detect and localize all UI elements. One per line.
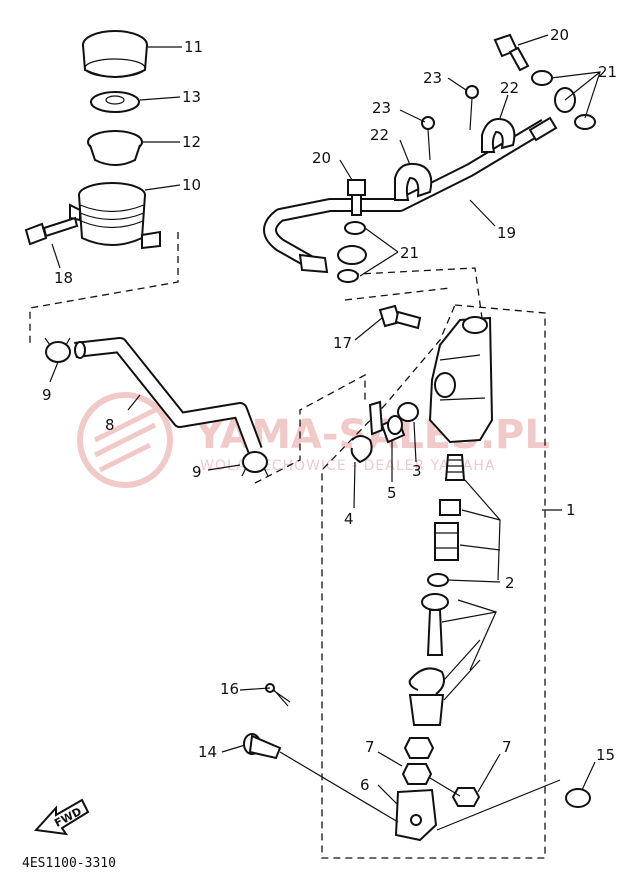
watermark-logo [77, 392, 173, 488]
hose-holder-left [394, 162, 433, 201]
callout-21-top: 21 [598, 63, 617, 81]
union-bolt-top [493, 33, 530, 72]
callout-13: 13 [182, 88, 201, 106]
callout-11: 11 [184, 38, 203, 56]
callout-9-bottom: 9 [192, 463, 202, 481]
watermark-logo-mark [93, 407, 157, 473]
callout-20-left: 20 [312, 149, 331, 167]
circlip-4 [350, 435, 373, 464]
reservoir [69, 182, 161, 250]
pin-14 [243, 733, 282, 760]
master-cylinder-body [428, 316, 494, 444]
callout-20-top: 20 [550, 26, 569, 44]
callout-5: 5 [387, 484, 397, 502]
callout-7-left: 7 [365, 738, 375, 756]
callout-15: 15 [596, 746, 615, 764]
callout-22-left: 22 [370, 126, 389, 144]
nut-7-middle [401, 763, 433, 785]
nut-7-side [451, 787, 481, 807]
callout-14: 14 [198, 743, 217, 761]
brake-hose [263, 87, 576, 274]
callout-6: 6 [360, 776, 370, 794]
fwd-arrow-icon: FWD [33, 798, 90, 836]
assembly-guides [279, 751, 561, 831]
cotter-pin [265, 683, 291, 707]
callout-16: 16 [220, 680, 239, 698]
hose [74, 337, 263, 453]
o-ring [397, 402, 419, 422]
hose-clamp-bottom [241, 451, 269, 477]
piston [434, 522, 459, 561]
push-rod [421, 593, 449, 656]
hose-holder-right [481, 118, 516, 153]
callout-21-left: 21 [400, 244, 419, 262]
copper-washers [337, 70, 596, 283]
callout-2: 2 [505, 574, 515, 592]
watermark-sub: WOLA SECHOWICE - DEALER YAMAHA [200, 458, 495, 474]
piston-washer [427, 573, 449, 587]
diaphragm [87, 130, 143, 166]
diagram-code: 4ES1100-3310 [22, 856, 116, 871]
callout-9-top: 9 [42, 386, 52, 404]
diaphragm-holder [90, 91, 140, 113]
screw-23-right [465, 85, 479, 131]
hose-joint [368, 400, 406, 444]
linkage-lines [29, 232, 483, 484]
callout-19: 19 [497, 224, 516, 242]
spring [444, 454, 466, 481]
callout-23-right: 23 [423, 69, 442, 87]
callout-1: 1 [566, 501, 576, 519]
callout-4: 4 [344, 510, 354, 528]
callout-23-left: 23 [372, 99, 391, 117]
hose-clamp-top [44, 337, 71, 363]
union-bolt-left [347, 179, 366, 216]
callout-22-right: 22 [500, 79, 519, 97]
circlip-2 [408, 667, 445, 695]
nut-7-upper [403, 737, 435, 759]
dust-boot [408, 694, 445, 726]
assembly-1-boundary [321, 304, 546, 859]
callout-8: 8 [105, 416, 115, 434]
callout-18: 18 [54, 269, 73, 287]
reservoir-cap [82, 30, 148, 78]
screw-18 [24, 216, 79, 246]
clevis [394, 788, 438, 842]
leader-lines [49, 34, 601, 806]
bolt-17 [378, 304, 422, 330]
washer-15 [565, 788, 591, 808]
callout-12: 12 [182, 133, 201, 151]
callout-17: 17 [333, 334, 352, 352]
callout-3: 3 [412, 462, 422, 480]
callout-7-right: 7 [502, 738, 512, 756]
screw-23-left [421, 116, 435, 161]
callouts: 11 13 12 10 18 9 8 9 20 21 23 22 23 22 2… [42, 26, 617, 794]
callout-10: 10 [182, 176, 201, 194]
cup [439, 499, 461, 516]
